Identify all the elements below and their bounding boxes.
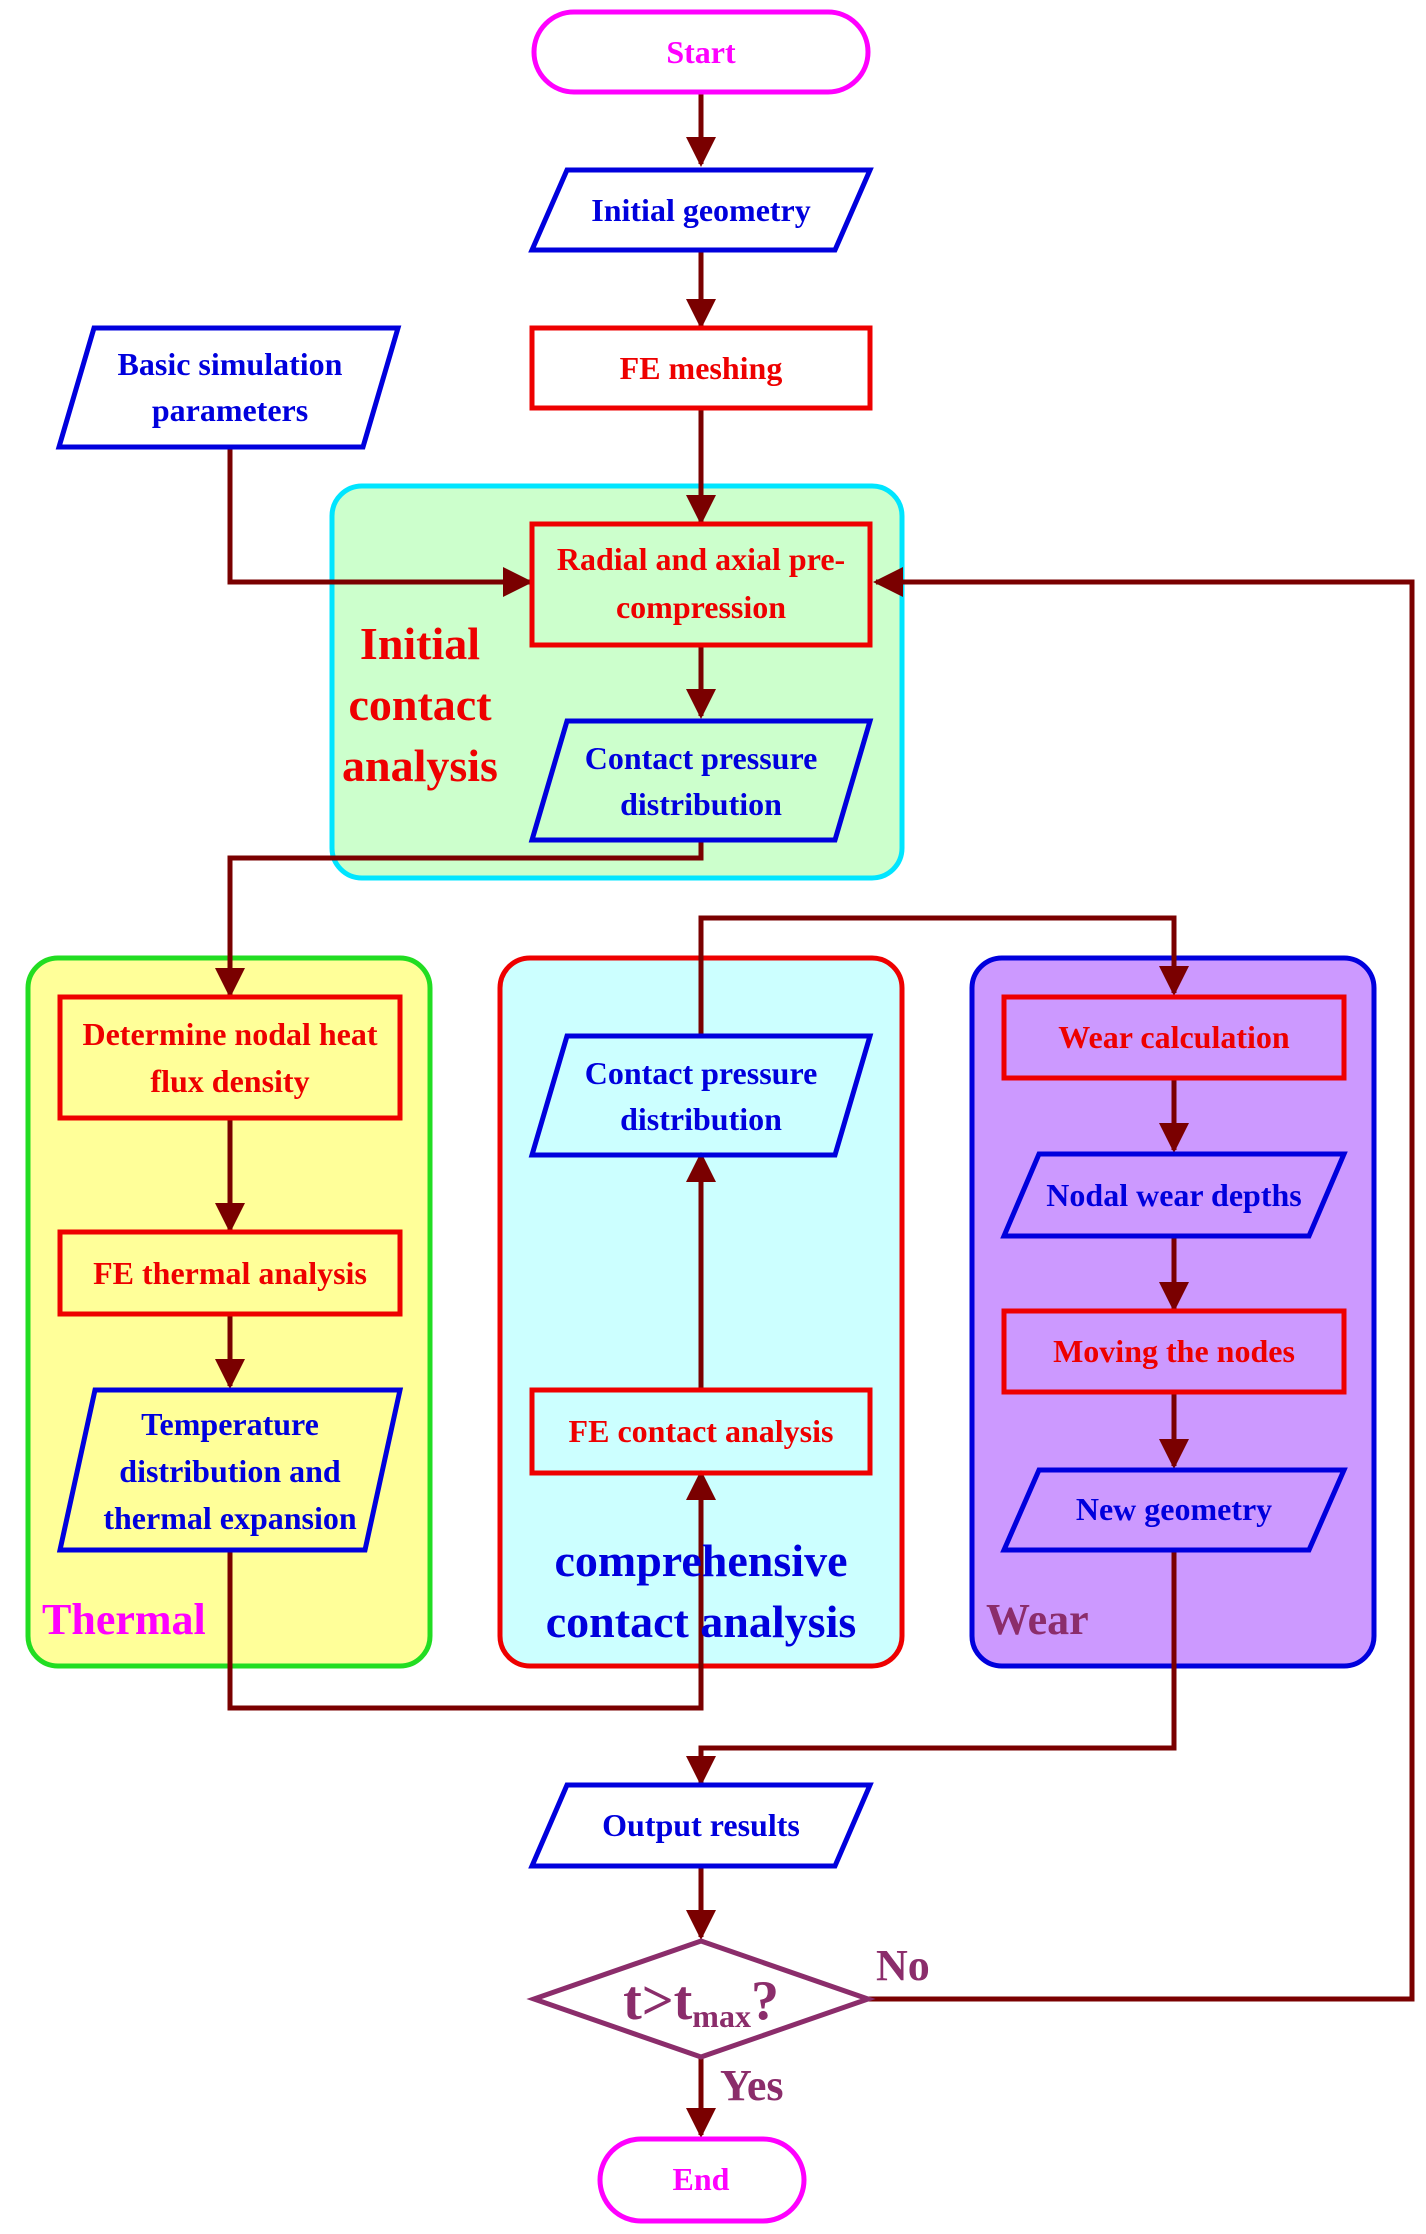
decision-label-q: ? xyxy=(751,1970,779,2032)
contact-pressure-1-label-2: distribution xyxy=(620,786,782,822)
end-node xyxy=(597,2136,807,2224)
moving-nodes-node xyxy=(1001,1308,1347,1395)
arrow-pressure-heatflux xyxy=(215,840,704,998)
nodal-wear-node xyxy=(1000,1151,1348,1239)
arrow-params-radial xyxy=(227,447,533,597)
fe-meshing-node xyxy=(529,325,873,411)
arrow-decision-loop xyxy=(868,567,1415,2002)
radial-label-1: Radial and axial pre- xyxy=(557,541,845,577)
arrow-temperature-contact xyxy=(227,1470,716,1711)
start-label: Start xyxy=(666,34,736,70)
comprehensive-group-label-2: contact analysis xyxy=(546,1596,857,1647)
temperature-node xyxy=(56,1387,404,1553)
output-results-node xyxy=(528,1782,874,1869)
thermal-group-label: Thermal xyxy=(42,1595,206,1644)
basic-params-label-1: Basic simulation xyxy=(118,346,343,382)
new-geometry-label: New geometry xyxy=(1076,1491,1272,1527)
initial-group-label-2: contact xyxy=(348,679,492,730)
heat-flux-label-2: flux density xyxy=(150,1063,309,1099)
basic-params-label-2: parameters xyxy=(152,392,308,428)
temperature-label-1: Temperature xyxy=(141,1406,319,1442)
arrow-newgeom-output xyxy=(686,1550,1177,1786)
contact-pressure-2-node xyxy=(528,1033,874,1158)
fe-meshing-label: FE meshing xyxy=(620,350,783,386)
radial-label-2: compression xyxy=(616,589,786,625)
initial-geometry-label: Initial geometry xyxy=(591,192,811,228)
radial-precompression-node xyxy=(529,521,873,648)
fe-contact-node xyxy=(529,1387,873,1476)
contact-pressure-1-node xyxy=(528,718,874,843)
arrow-pressure2-wear xyxy=(698,915,1189,1035)
start-node xyxy=(531,9,871,95)
basic-params-node xyxy=(55,325,402,450)
temperature-label-3: thermal expansion xyxy=(103,1500,357,1536)
decision-node xyxy=(526,1938,876,2060)
end-label: End xyxy=(673,2161,730,2197)
nodal-wear-label: Nodal wear depths xyxy=(1046,1177,1301,1213)
initial-group-label-1: Initial xyxy=(360,618,480,669)
wear-group-label: Wear xyxy=(986,1595,1089,1644)
contact-pressure-2-label-1: Contact pressure xyxy=(585,1055,818,1091)
output-results-label: Output results xyxy=(602,1807,800,1843)
contact-pressure-2-label-2: distribution xyxy=(620,1101,782,1137)
initial-geometry-node xyxy=(528,167,874,253)
wear-calculation-label: Wear calculation xyxy=(1058,1019,1290,1055)
fe-contact-label: FE contact analysis xyxy=(569,1413,834,1449)
heat-flux-label-1: Determine nodal heat xyxy=(82,1016,377,1052)
no-label: No xyxy=(876,1941,930,1990)
comprehensive-group-label-1: comprehensive xyxy=(554,1535,847,1586)
yes-label: Yes xyxy=(720,2061,784,2110)
heat-flux-node xyxy=(57,994,403,1121)
moving-nodes-label: Moving the nodes xyxy=(1053,1333,1295,1369)
new-geometry-node xyxy=(1000,1467,1348,1553)
connectors xyxy=(215,94,1415,2138)
decision-label: t>tmax? xyxy=(623,1970,779,2034)
fe-thermal-label: FE thermal analysis xyxy=(93,1255,367,1291)
decision-label-sub: max xyxy=(692,1998,751,2034)
wear-calculation-node xyxy=(1001,994,1347,1081)
decision-label-main: t>t xyxy=(623,1970,693,2032)
initial-group-label-3: analysis xyxy=(342,740,498,791)
fe-thermal-node xyxy=(57,1229,403,1317)
contact-pressure-1-label-1: Contact pressure xyxy=(585,740,818,776)
temperature-label-2: distribution and xyxy=(119,1453,341,1489)
